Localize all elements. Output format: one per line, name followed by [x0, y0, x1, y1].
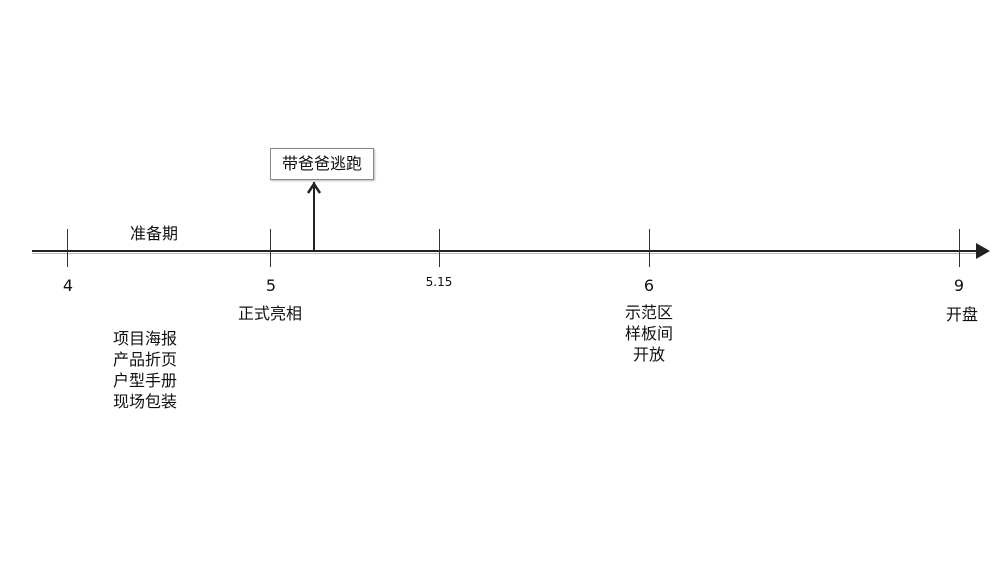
deliverable-item: 项目海报	[112, 329, 178, 348]
tick-9	[959, 229, 960, 267]
timeline-axis-shadow	[32, 253, 984, 254]
milestone-june: 示范区 样板间 开放	[625, 302, 673, 365]
tick-6	[649, 229, 650, 267]
callout-box: 带爸爸逃跑	[270, 148, 374, 180]
deliverable-item: 户型手册	[112, 371, 178, 390]
tick-label-5: 5	[265, 276, 277, 295]
tick-label-4: 4	[62, 276, 74, 295]
callout-arrow-icon	[306, 181, 322, 194]
milestone-sept: 开盘	[945, 305, 979, 324]
milestone-june-line: 样板间	[624, 324, 674, 343]
deliverables-list: 项目海报 产品折页 户型手册 现场包装	[113, 328, 177, 412]
deliverable-item: 现场包装	[112, 392, 178, 411]
milestone-may: 正式亮相	[237, 304, 303, 323]
callout-stem	[313, 182, 315, 252]
deliverable-item: 产品折页	[112, 350, 178, 369]
tick-label-6: 6	[643, 276, 655, 295]
tick-label-9: 9	[953, 276, 965, 295]
tick-4	[67, 229, 68, 267]
tick-5	[270, 229, 271, 267]
phase-label: 准备期	[129, 224, 179, 243]
milestone-june-line: 开放	[632, 345, 666, 364]
tick-5-15	[439, 229, 440, 267]
axis-arrow-icon	[976, 243, 990, 259]
timeline-axis	[32, 250, 984, 252]
milestone-june-line: 示范区	[624, 303, 674, 322]
tick-label-5-15: 5.15	[425, 275, 453, 289]
